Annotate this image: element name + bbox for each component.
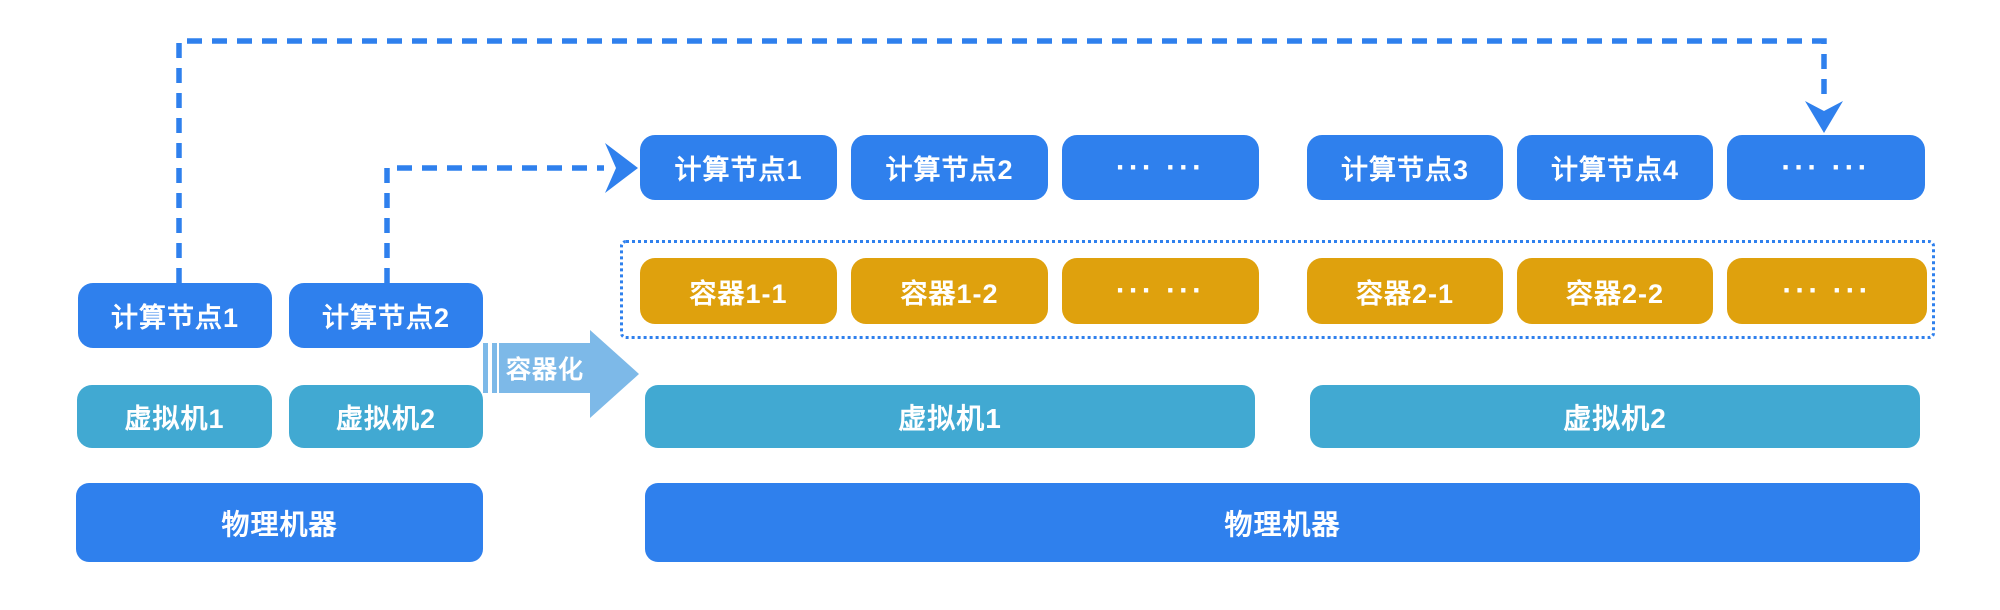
container-2-1: 容器2-1 — [1307, 258, 1503, 324]
container-1-2-label: 容器1-2 — [900, 278, 999, 309]
right-physical-machine: 物理机器 — [645, 483, 1920, 562]
left-compute-node-2-label: 计算节点2 — [321, 303, 451, 333]
right-vm-2-label: 虚拟机2 — [1563, 402, 1667, 434]
right-physical-machine-label: 物理机器 — [1224, 508, 1341, 540]
container-ellipsis-1-label: ··· ··· — [1115, 274, 1206, 307]
right-compute-node-3-label: 计算节点3 — [1340, 155, 1470, 185]
left-vm-2: 虚拟机2 — [289, 385, 483, 448]
containerize-arrow: 容器化 — [483, 330, 639, 418]
right-compute-node-4: 计算节点4 — [1517, 135, 1713, 200]
container-2-1-label: 容器2-1 — [1355, 278, 1455, 309]
left-vm-1-label: 虚拟机1 — [124, 404, 225, 434]
container-1-1: 容器1-1 — [640, 258, 837, 324]
left-compute-node-1: 计算节点1 — [78, 283, 272, 348]
container-ellipsis-2: ··· ··· — [1727, 258, 1927, 324]
container-1-1-label: 容器1-1 — [689, 278, 788, 309]
right-compute-node-ellipsis-1: ··· ··· — [1062, 135, 1259, 200]
container-2-2: 容器2-2 — [1517, 258, 1713, 324]
container-ellipsis-2-label: ··· ··· — [1782, 274, 1872, 307]
dashed-connector-mid — [384, 165, 604, 283]
right-vm-1-label: 虚拟机1 — [898, 402, 1002, 434]
container-2-2-label: 容器2-2 — [1565, 278, 1665, 309]
left-compute-node-1-label: 计算节点1 — [110, 303, 240, 333]
right-compute-node-1: 计算节点1 — [640, 135, 837, 200]
left-physical-machine-label: 物理机器 — [221, 508, 338, 540]
right-compute-node-4-label: 计算节点4 — [1550, 155, 1680, 185]
containerize-arrow-icon — [483, 330, 639, 418]
containerize-arrow-label: 容器化 — [505, 356, 584, 384]
left-compute-node-2: 计算节点2 — [289, 283, 483, 348]
right-vm-1: 虚拟机1 — [645, 385, 1255, 448]
arrowhead-down-icon — [1805, 101, 1843, 133]
left-vm-2-label: 虚拟机2 — [335, 404, 437, 434]
left-physical-machine: 物理机器 — [76, 483, 483, 562]
container-group-border — [620, 240, 1935, 339]
right-compute-node-ellipsis-2: ··· ··· — [1727, 135, 1925, 200]
right-compute-node-2-label: 计算节点2 — [885, 155, 1014, 185]
container-ellipsis-1: ··· ··· — [1062, 258, 1259, 324]
left-vm-1: 虚拟机1 — [77, 385, 272, 448]
right-compute-node-1-label: 计算节点1 — [674, 155, 803, 185]
right-compute-node-ellipsis-1-label: ··· ··· — [1115, 150, 1206, 184]
right-vm-2: 虚拟机2 — [1310, 385, 1920, 448]
right-compute-node-3: 计算节点3 — [1307, 135, 1503, 200]
container-1-2: 容器1-2 — [851, 258, 1048, 324]
arrowhead-right-icon — [605, 143, 638, 193]
right-compute-node-ellipsis-2-label: ··· ··· — [1781, 150, 1871, 184]
right-compute-node-2: 计算节点2 — [851, 135, 1048, 200]
